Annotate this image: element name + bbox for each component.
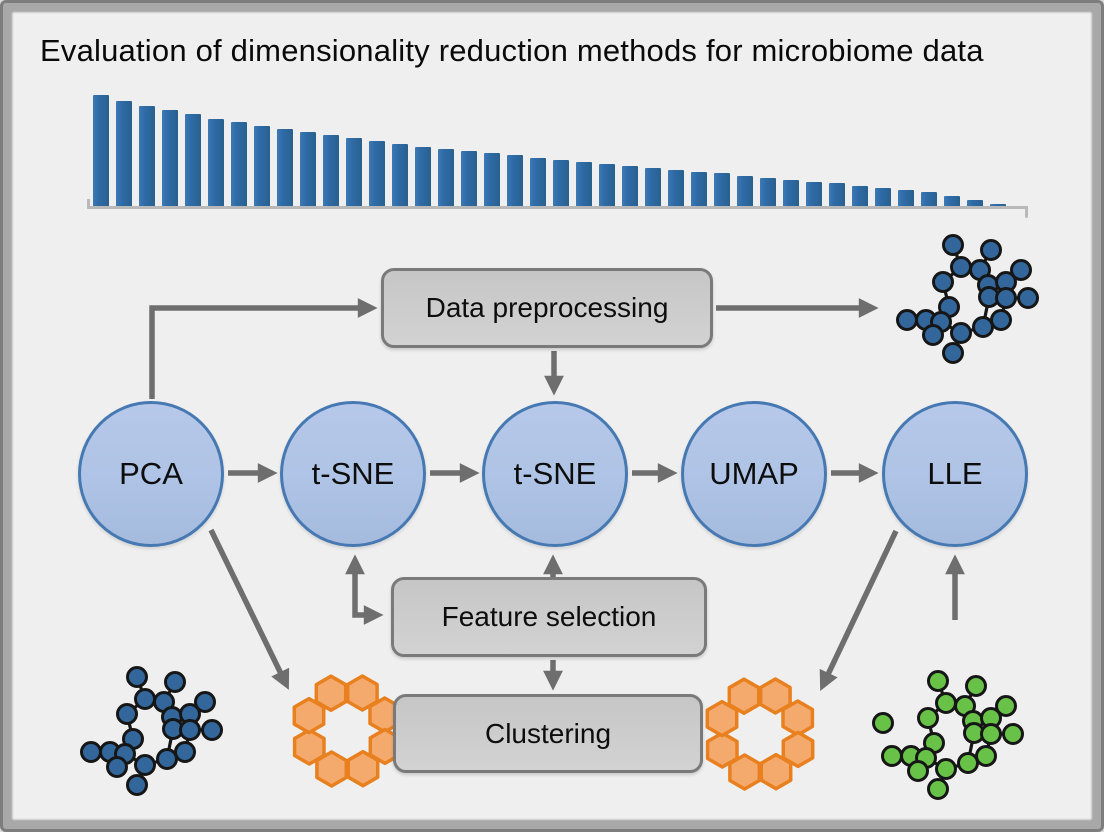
- arrow-tsne1-feature-selection-elbow: [345, 554, 384, 625]
- method-node-label: PCA: [119, 456, 183, 491]
- bar: [806, 182, 822, 207]
- chart-baseline-right-cap: [1025, 206, 1028, 218]
- figure-title: Evaluation of dimensionality reduction m…: [40, 33, 984, 68]
- bar: [323, 135, 339, 207]
- bar: [484, 153, 500, 207]
- bar: [415, 147, 431, 207]
- method-node-label: LLE: [927, 456, 983, 491]
- bar: [277, 129, 293, 207]
- process-box-label: Clustering: [484, 717, 612, 749]
- bar: [392, 144, 408, 207]
- arrow-pca-to-hexring-left: [208, 528, 290, 690]
- scree-bar-chart: [93, 94, 1006, 207]
- bar: [875, 188, 891, 207]
- network-graph-green-bottom-right: [872, 669, 1025, 801]
- method-node-label: UMAP: [709, 456, 799, 491]
- bar: [93, 95, 109, 207]
- bar: [507, 155, 523, 207]
- process-box-feature-selection: Feature selection: [391, 577, 707, 657]
- bar: [737, 176, 753, 207]
- bar: [438, 149, 454, 207]
- bar: [645, 168, 661, 207]
- bar: [783, 180, 799, 207]
- method-node-label: t-SNE: [513, 456, 597, 491]
- flowchart-graphics: [79, 233, 1040, 801]
- bar: [553, 160, 569, 207]
- bar: [829, 183, 845, 207]
- bar: [116, 101, 132, 207]
- bar: [921, 192, 937, 207]
- chart-baseline-left-cap: [87, 199, 90, 208]
- method-node-umap: UMAP: [681, 401, 827, 547]
- bar: [944, 196, 960, 207]
- bar: [967, 200, 983, 207]
- bar: [300, 132, 316, 207]
- bar: [599, 164, 615, 207]
- arrow-pca-to-preprocessing: [149, 298, 378, 399]
- hexagon-ring-left: [294, 676, 399, 786]
- bar: [760, 178, 776, 207]
- bar: [461, 151, 477, 207]
- bar: [185, 114, 201, 207]
- bar: [254, 126, 270, 207]
- bar: [898, 190, 914, 207]
- bar: [714, 173, 730, 207]
- network-graph-blue-bottom-left: [79, 665, 224, 797]
- bar: [668, 170, 684, 207]
- method-node-tsne-2: t-SNE: [482, 401, 628, 547]
- bar: [622, 166, 638, 207]
- bar: [162, 110, 178, 207]
- process-box-label: Data preprocessing: [425, 292, 669, 323]
- bar: [208, 119, 224, 207]
- method-node-pca: PCA: [78, 401, 224, 547]
- method-node-lle: LLE: [882, 401, 1028, 547]
- bar: [369, 141, 385, 207]
- bar: [231, 122, 247, 207]
- bar: [576, 162, 592, 207]
- process-box-data-preprocessing: Data preprocessing: [381, 268, 713, 348]
- process-box-clustering: Clustering: [393, 694, 703, 773]
- arrow-lle-to-hexring-right: [819, 529, 899, 691]
- bar: [530, 158, 546, 207]
- hexagon-ring-right: [707, 679, 812, 789]
- bar: [990, 204, 1006, 207]
- chart-baseline: [87, 206, 1028, 209]
- bar: [346, 138, 362, 207]
- bar: [139, 106, 155, 207]
- bar: [852, 186, 868, 207]
- network-graph-blue-top-right: [895, 233, 1040, 365]
- method-node-tsne-1: t-SNE: [280, 401, 426, 547]
- process-box-label: Feature selection: [441, 601, 657, 632]
- bar: [691, 172, 707, 207]
- method-node-label: t-SNE: [311, 456, 395, 491]
